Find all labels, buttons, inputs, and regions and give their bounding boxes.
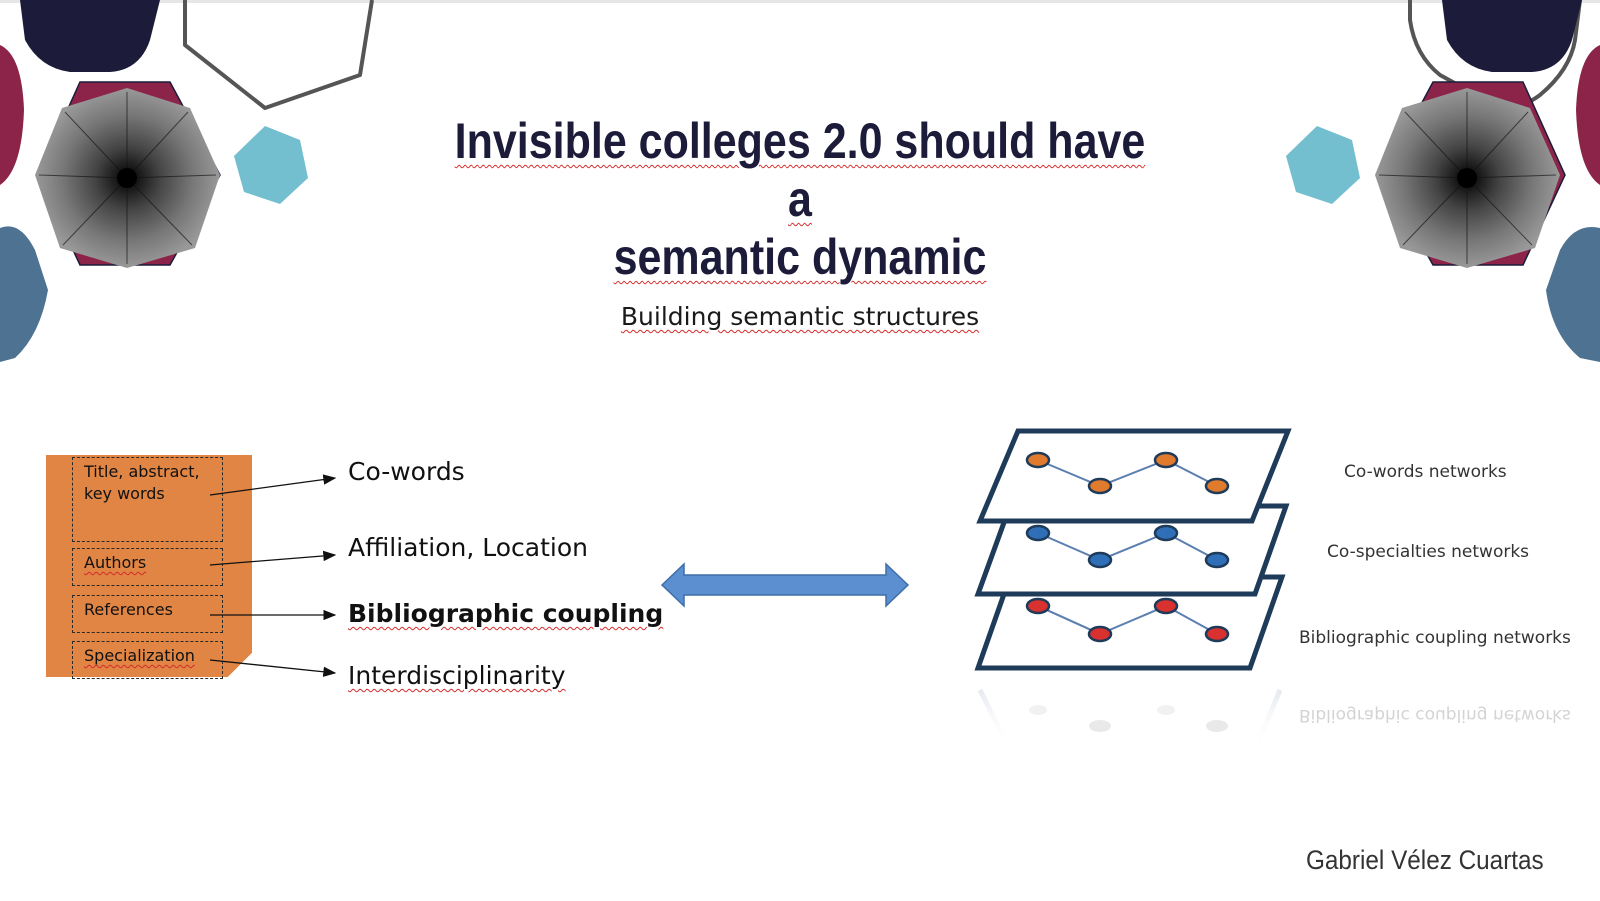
section-label-references: References (84, 600, 173, 619)
stacked-network-layers (974, 428, 1292, 752)
fingerprint-rosette-icon (35, 88, 220, 268)
structure-label-interdisciplinarity: Interdisciplinarity (348, 661, 566, 690)
section-label-authors: Authors (84, 553, 147, 572)
document-structure-diagram: Title, abstract, key words Authors Refer… (40, 445, 680, 705)
network-label-co-words: Co-words networks (1344, 462, 1507, 482)
title-line-2: semantic dynamic (613, 229, 987, 285)
structure-label-co-words: Co-words (348, 457, 465, 486)
network-layer-co-words (976, 428, 1292, 524)
decoration-left (0, 0, 374, 362)
network-nodes-blue (1025, 524, 1230, 569)
outline-hexagon (183, 0, 374, 110)
teal-hexagon (234, 126, 308, 204)
subtitle-text: Building semantic structures (620, 302, 980, 331)
arrow-to-affiliation (209, 550, 337, 566)
network-nodes-red (1025, 597, 1230, 643)
network-nodes-orange (1025, 451, 1230, 495)
maroon-hexagon-edge (1576, 45, 1600, 185)
section-title-abstract-keywords: Title, abstract, key words (72, 457, 223, 542)
structure-interdisciplinarity: Interdisciplinarity (348, 661, 566, 690)
double-arrow-icon (660, 562, 910, 608)
section-label-title-abstract: Title, abstract, (84, 462, 200, 481)
section-label-specialization: Specialization (84, 646, 195, 665)
section-specialization: Specialization (72, 641, 223, 679)
structure-label-bibliographic-coupling: Bibliographic coupling (348, 599, 664, 628)
arrow-to-interdisciplinarity (209, 659, 337, 677)
title-line-1: Invisible colleges 2.0 should have a (454, 113, 1146, 227)
network-label-reflection: Bibliographic coupling networks (1299, 705, 1571, 725)
section-references: References (72, 595, 223, 633)
network-reflection (977, 688, 1283, 752)
author-name: Gabriel Vélez Cuartas (1306, 845, 1544, 875)
navy-hexagon (1442, 0, 1582, 72)
document-card (46, 455, 252, 677)
maroon-hexagon-edge (0, 45, 24, 185)
teal-hexagon (1286, 126, 1360, 204)
slide-title: Invisible colleges 2.0 should have a sem… (439, 112, 1161, 286)
slide-subtitle: Building semantic structures (500, 302, 1100, 331)
structure-co-words: Co-words (348, 457, 465, 486)
steel-hexagon (1546, 226, 1600, 362)
section-label-keywords: key words (84, 484, 165, 503)
structure-label-affiliation: Affiliation, Location (348, 533, 589, 562)
arrow-to-co-words (209, 474, 337, 496)
network-label-bibliographic: Bibliographic coupling networks (1299, 628, 1571, 648)
fingerprint-rosette-icon (1375, 88, 1560, 268)
steel-hexagon (0, 226, 48, 362)
structure-bibliographic-coupling: Bibliographic coupling (348, 599, 663, 628)
decoration-right (1286, 0, 1600, 362)
network-label-co-specialties: Co-specialties networks (1327, 542, 1530, 562)
section-authors: Authors (72, 548, 223, 586)
mapping-arrows (209, 474, 337, 677)
navy-hexagon (20, 0, 160, 72)
structure-affiliation-location: Affiliation, Location (348, 533, 588, 562)
top-border (0, 0, 1600, 3)
document-card-fold (227, 653, 252, 677)
